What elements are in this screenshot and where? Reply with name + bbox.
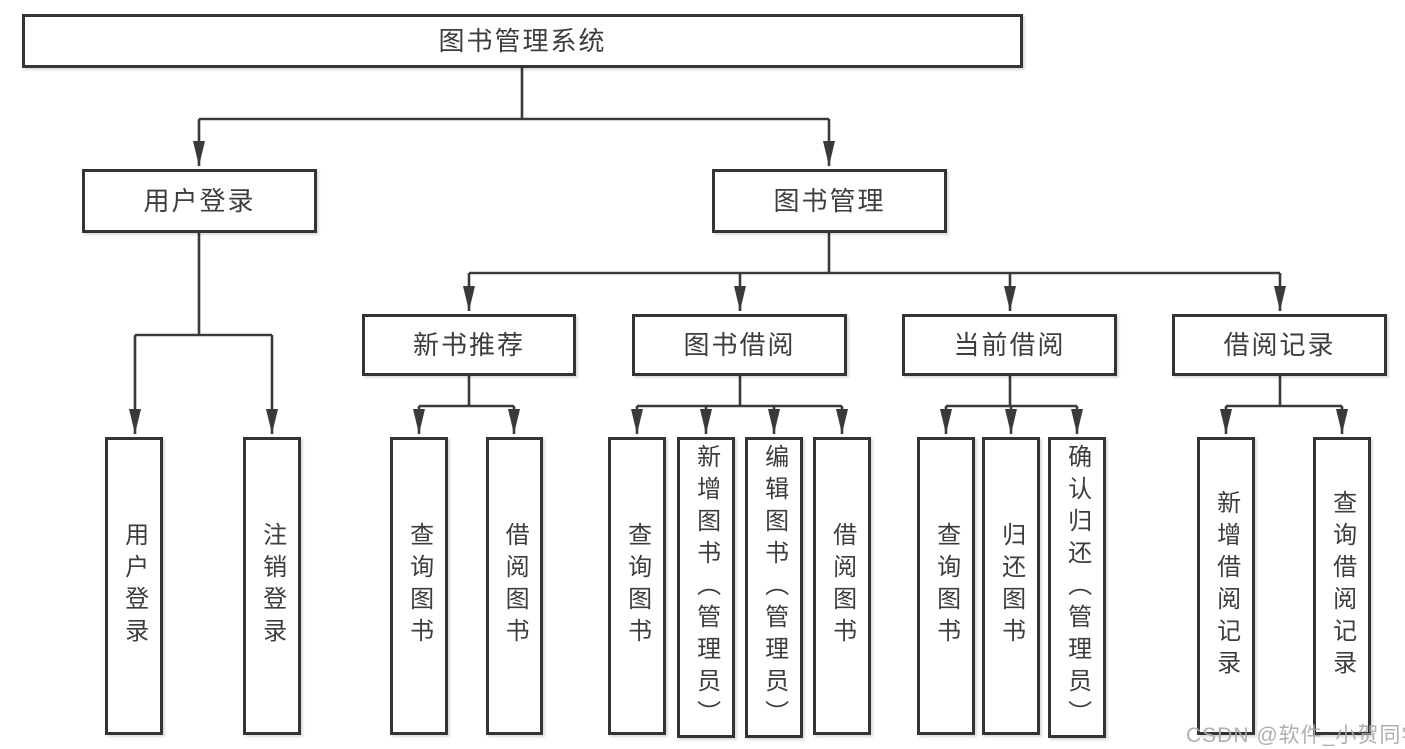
node-leaf-borrow-book-2: 借阅图书: [813, 437, 871, 735]
book-management-branch-line: [469, 233, 1280, 275]
node-leaf-borrow-book-1: 借阅图书: [486, 437, 543, 735]
book-borrow-branch-line: [637, 376, 842, 408]
node-label: 注销登录: [258, 522, 286, 650]
node-leaf-return-book: 归还图书: [982, 437, 1040, 735]
node-label: 借阅图书: [501, 522, 529, 650]
node-leaf-user-login: 用户登录: [105, 437, 163, 735]
node-label: 用户登录: [143, 186, 256, 216]
node-leaf-query-borrow-record: 查询借阅记录: [1313, 437, 1371, 735]
node-leaf-confirm-return-admin: 确认归还（管理员）: [1048, 437, 1106, 738]
node-label: 图书管理: [773, 186, 886, 216]
node-leaf-query-book-3: 查询图书: [917, 437, 975, 735]
node-label: 查询图书: [623, 522, 651, 650]
node-label: 当前借阅: [953, 330, 1066, 360]
node-borrow-record: 借阅记录: [1172, 314, 1387, 376]
new-book-recommend-branch-line: [419, 376, 514, 408]
root-branch-line: [199, 68, 829, 121]
node-label: 归还图书: [997, 522, 1025, 650]
node-label: 查询借阅记录: [1328, 490, 1356, 682]
node-book-borrow: 图书借阅: [632, 314, 847, 376]
node-label: 查询图书: [405, 522, 433, 650]
borrow-record-branch-line: [1226, 376, 1342, 408]
node-label: 新书推荐: [412, 330, 525, 360]
node-book-management-module: 图书管理: [712, 169, 947, 233]
node-label: 编辑图书（管理员）: [760, 443, 788, 732]
node-label: 图书管理系统: [438, 26, 607, 56]
node-leaf-edit-book-admin: 编辑图书（管理员）: [745, 437, 803, 738]
node-label: 借阅图书: [828, 522, 856, 650]
node-user-login-module: 用户登录: [82, 169, 317, 233]
node-label: 借阅记录: [1223, 330, 1336, 360]
node-label: 图书借阅: [683, 330, 796, 360]
current-borrow-branch-line: [946, 376, 1077, 408]
node-leaf-query-book-1: 查询图书: [390, 437, 448, 735]
csdn-watermark: CSDN @软件_小贺同学: [1186, 724, 1405, 747]
node-label: 确认归还（管理员）: [1063, 443, 1091, 732]
node-leaf-query-book-2: 查询图书: [608, 437, 666, 735]
node-new-book-recommend: 新书推荐: [362, 314, 576, 376]
user-login-branch-line: [135, 233, 272, 337]
node-label: 用户登录: [120, 522, 148, 650]
node-label: 新增借阅记录: [1212, 490, 1240, 682]
node-leaf-add-borrow-record: 新增借阅记录: [1197, 437, 1255, 735]
node-label: 查询图书: [932, 522, 960, 650]
node-leaf-add-book-admin: 新增图书（管理员）: [677, 437, 735, 738]
node-current-borrow: 当前借阅: [902, 314, 1117, 376]
node-leaf-logout: 注销登录: [243, 437, 301, 735]
node-root-system: 图书管理系统: [22, 14, 1023, 68]
node-label: 新增图书（管理员）: [692, 443, 720, 732]
